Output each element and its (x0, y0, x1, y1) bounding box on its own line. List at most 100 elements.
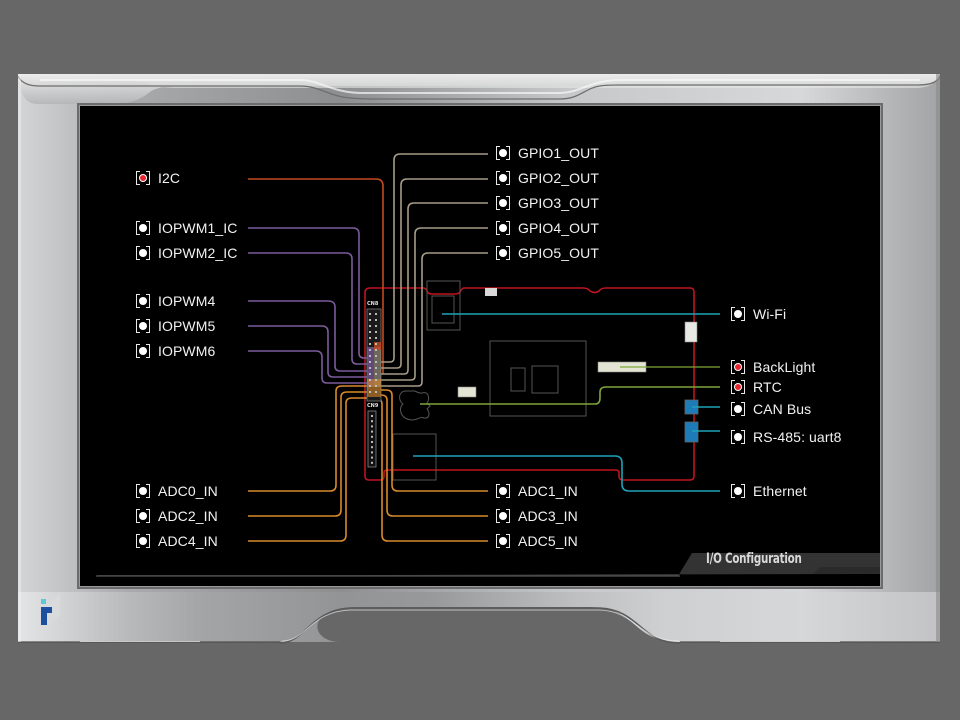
io-iopwm4[interactable]: IOPWM4 (136, 291, 215, 311)
header-pin (375, 325, 377, 327)
traces (248, 153, 720, 542)
led-indicator-icon (496, 171, 510, 185)
small-chip-mid (457, 386, 477, 398)
io-ethernet[interactable]: Ethernet (731, 481, 807, 501)
io-gpio1-out[interactable]: GPIO1_OUT (496, 143, 599, 163)
header-pin (369, 391, 371, 393)
io-can-bus[interactable]: CAN Bus (731, 399, 811, 419)
header-pin (369, 313, 371, 315)
led-indicator-icon (731, 380, 745, 394)
io-gpio3-out[interactable]: GPIO3_OUT (496, 193, 599, 213)
trace-gpio4 (377, 227, 488, 381)
led-indicator-icon (731, 360, 745, 374)
io-adc4-in[interactable]: ADC4_IN (136, 531, 218, 551)
rs485-connector (684, 421, 699, 443)
trace-iopwm6 (248, 350, 375, 384)
header-pin (375, 391, 377, 393)
header-pin (369, 385, 371, 387)
screen-title: I/O Configuration (706, 551, 802, 567)
io-adc1-in[interactable]: ADC1_IN (496, 481, 578, 501)
io-adc5-in[interactable]: ADC5_IN (496, 531, 578, 551)
led-indicator-icon (731, 307, 745, 321)
header-pin (369, 367, 371, 369)
io-adc3-in[interactable]: ADC3_IN (496, 506, 578, 526)
led-indicator-icon (731, 430, 745, 444)
header-pin (371, 430, 373, 433)
io-label: GPIO3_OUT (518, 195, 600, 211)
header-pin (369, 331, 371, 333)
header-pin (369, 379, 371, 381)
trace-adc4 (248, 397, 380, 542)
board-outline (364, 287, 695, 481)
power-connector (684, 321, 698, 343)
io-label: RS-485: uart8 (753, 429, 842, 445)
io-iopwm6[interactable]: IOPWM6 (136, 341, 215, 361)
header-pin (371, 456, 373, 459)
trace-gpio1 (377, 153, 488, 363)
io-label: GPIO4_OUT (518, 220, 600, 236)
header-pin (369, 361, 371, 363)
io-label: Ethernet (753, 483, 807, 499)
header-pin (369, 343, 371, 345)
header-pin (369, 349, 371, 351)
led-indicator-icon (136, 344, 150, 358)
io-label: IOPWM4 (158, 293, 216, 309)
small-chip-top (485, 288, 497, 296)
led-indicator-icon (496, 221, 510, 235)
io-wiring-diagram (96, 153, 880, 577)
io-adc2-in[interactable]: ADC2_IN (136, 506, 218, 526)
io-adc0-in[interactable]: ADC0_IN (136, 481, 218, 501)
io-rs485-uart8[interactable]: RS-485: uart8 (731, 427, 841, 447)
io-iopwm1-ic[interactable]: IOPWM1_IC (136, 218, 237, 238)
connector-label-cn9: CN9 (367, 403, 379, 409)
trace-adc2 (248, 391, 380, 517)
io-label: Wi-Fi (753, 306, 787, 322)
led-indicator-icon (136, 509, 150, 523)
cpu-die (531, 365, 559, 394)
io-backlight[interactable]: BackLight (731, 357, 815, 377)
cpu-package (489, 340, 587, 417)
header-pin (375, 367, 377, 369)
io-gpio4-out[interactable]: GPIO4_OUT (496, 218, 599, 238)
io-i2c[interactable]: I2C (136, 168, 180, 188)
header-pin (375, 319, 377, 321)
io-label: GPIO5_OUT (518, 245, 600, 261)
io-label: ADC5_IN (518, 533, 578, 549)
led-indicator-icon (496, 509, 510, 523)
trace-gpio3 (377, 202, 488, 375)
led-indicator-icon (136, 319, 150, 333)
io-label: BackLight (753, 359, 816, 375)
io-rtc[interactable]: RTC (731, 377, 782, 397)
header-pin (375, 331, 377, 333)
led-indicator-icon (496, 196, 510, 210)
ethernet-jack (392, 433, 437, 481)
led-indicator-icon (496, 484, 510, 498)
header-pin (375, 313, 377, 315)
header-pin (369, 337, 371, 339)
io-gpio5-out[interactable]: GPIO5_OUT (496, 243, 599, 263)
header-pin (375, 361, 377, 363)
trace-i2c (248, 178, 384, 374)
io-gpio2-out[interactable]: GPIO2_OUT (496, 168, 599, 188)
led-indicator-icon (136, 484, 150, 498)
trace-ethernet (413, 455, 720, 492)
header-cn9 (367, 410, 377, 468)
led-indicator-icon (496, 534, 510, 548)
led-indicator-icon (136, 221, 150, 235)
header-pin (371, 425, 373, 428)
led-indicator-icon (731, 484, 745, 498)
rtc-battery (399, 390, 431, 421)
io-iopwm2-ic[interactable]: IOPWM2_IC (136, 243, 237, 263)
trace-adc0 (248, 385, 380, 492)
io-label: ADC1_IN (518, 483, 578, 499)
header-pin (375, 349, 377, 351)
io-label: ADC4_IN (158, 533, 218, 549)
led-indicator-icon (136, 294, 150, 308)
io-label: CAN Bus (753, 401, 812, 417)
io-wifi[interactable]: Wi-Fi (731, 304, 786, 324)
header-pin (369, 355, 371, 357)
io-iopwm5[interactable]: IOPWM5 (136, 316, 215, 336)
board-components (392, 280, 587, 481)
brand-logo (41, 593, 60, 629)
io-label: ADC0_IN (158, 483, 218, 499)
